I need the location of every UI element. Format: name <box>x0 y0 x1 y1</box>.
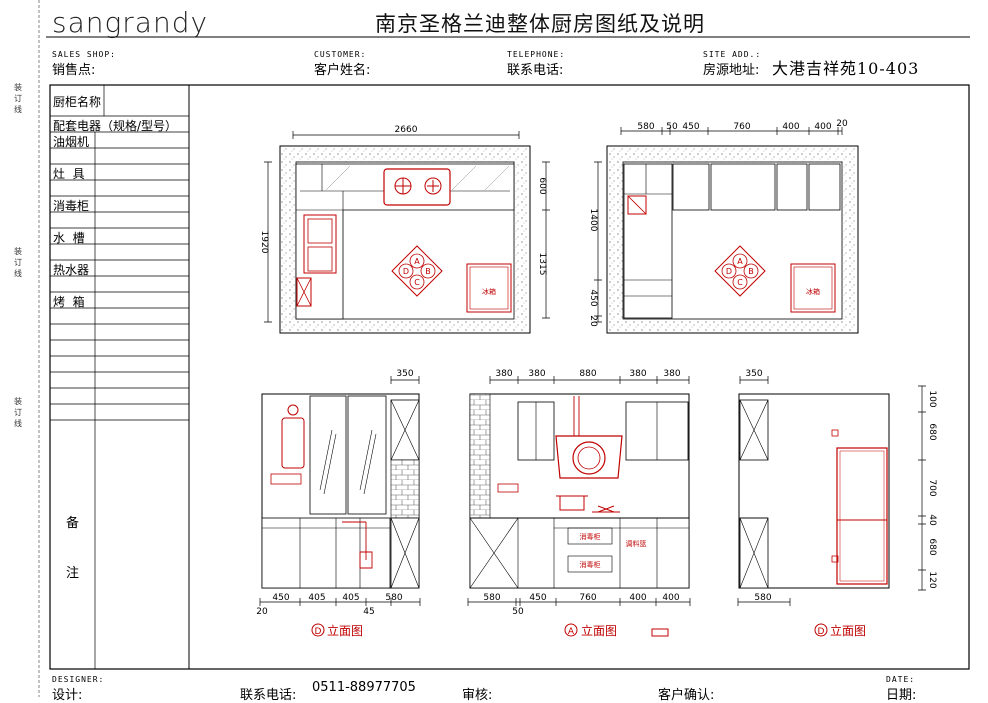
spec-table <box>50 85 189 669</box>
remarks-label-1: 备 <box>66 516 80 531</box>
remarks-label-2: 注 <box>66 566 80 581</box>
table-row-sink: 水 槽 <box>53 231 85 245</box>
table-row-sterilizer: 消毒柜 <box>53 199 90 213</box>
sales-shop-en: SALES SHOP: <box>52 50 116 59</box>
elevation-right: 350 580 100 680 700 40 680 120 D 立面图 <box>737 369 937 638</box>
site-address-value: 大港吉祥苑10-403 <box>772 59 920 78</box>
elev-right-bottom-dim: 580 <box>754 593 771 603</box>
plan-right-top-dim-1: 580 <box>637 122 654 132</box>
elev-mid-bottom-dim-2: 450 <box>529 593 546 603</box>
elev-left-bottom-dim-3: 405 <box>342 593 359 603</box>
customer-confirm-label: 客户确认: <box>658 688 715 703</box>
brand-logo: sangrandy <box>52 6 209 39</box>
elev-right-top-dim: 350 <box>745 369 762 379</box>
elev-mid-top-dim-5: 380 <box>663 369 680 379</box>
plan-left-left-dim: 1920 <box>259 231 269 254</box>
elev-mid-bottom-dim-1: 580 <box>483 593 500 603</box>
table-row-water-heater: 热水器 <box>53 263 90 277</box>
elev-left-bottom-dim-4: 580 <box>385 593 402 603</box>
binding-line-label-2: 装订线 <box>14 247 22 278</box>
plan-right-top-dim-5: 400 <box>782 122 799 132</box>
telephone-en: TELEPHONE: <box>507 50 566 59</box>
table-row-cabinet-name: 厨柜名称 <box>53 95 102 109</box>
elev-right-caption: 立面图 <box>830 623 866 638</box>
main-frame <box>49 84 970 670</box>
elev-left-top-dim: 350 <box>396 369 413 379</box>
elev-mid-top-dim-4: 380 <box>629 369 646 379</box>
elev-left-caption: 立面图 <box>327 623 363 638</box>
binding-line-label-3: 装订线 <box>14 397 22 428</box>
plan-left-right-dim-1: 600 <box>537 177 547 194</box>
plan-right-compass-d: D <box>726 267 732 276</box>
telephone-label: 联系电话: <box>507 63 564 78</box>
plan-right-top-dim-3: 450 <box>682 122 699 132</box>
designer-label: 设计: <box>52 688 83 703</box>
elev-right-right-dim-6: 120 <box>927 571 937 588</box>
elev-mid-bottom-dim-3: 760 <box>579 593 596 603</box>
customer-en: CUSTOMER: <box>314 50 367 59</box>
elev-right-right-dim-3: 700 <box>927 479 937 496</box>
elev-mid-top-dim-1: 380 <box>495 369 512 379</box>
elev-mid-cabinet-label-2: 消毒柜 <box>580 560 601 569</box>
plan-left-top-dim: 2660 <box>395 125 418 135</box>
elevation-middle: 消毒柜 消毒柜 调料篮 380 380 880 380 380 580 450 … <box>467 369 691 638</box>
sales-shop-label: 销售点: <box>52 63 96 78</box>
footer-phone-label: 联系电话: <box>240 688 297 703</box>
elev-mid-cabinet-label-1: 消毒柜 <box>580 532 601 541</box>
elev-mid-bottom-dim-4: 400 <box>629 593 646 603</box>
plan-right-left-dim-2: 450 <box>588 289 598 306</box>
plan-left-compass-b: B <box>425 267 431 276</box>
elev-left-caption-mark: D <box>315 627 322 637</box>
elev-left-bottom-small-1: 20 <box>256 607 268 617</box>
elev-mid-bottom-small-1: 50 <box>512 607 524 617</box>
plan-right-left-dim-3: 20 <box>588 315 598 327</box>
plan-left-compass-c: C <box>414 278 420 287</box>
elev-mid-top-dim-3: 880 <box>579 369 596 379</box>
elev-left-bottom-dim-2: 405 <box>308 593 325 603</box>
binding-line-label-1: 装订线 <box>14 83 22 114</box>
customer-label: 客户姓名: <box>314 63 371 78</box>
site-add-label: 房源地址: <box>703 63 760 78</box>
footer-phone-value: 0511-88977705 <box>312 680 416 695</box>
elev-mid-top-dim-2: 380 <box>528 369 545 379</box>
table-row-stove: 灶 具 <box>53 167 85 181</box>
plan-left-fridge-label: 冰箱 <box>482 287 496 296</box>
plan-right: 冰箱 A B C D 580 50 450 760 400 400 20 140… <box>588 119 859 334</box>
plan-right-fridge-label: 冰箱 <box>806 287 820 296</box>
plan-right-top-dim-6: 400 <box>814 122 831 132</box>
elev-right-right-dim-5: 680 <box>927 538 937 555</box>
plan-left: 冰箱 A B C D 2660 1920 600 1315 <box>259 125 550 334</box>
elev-right-right-dim-1: 100 <box>927 390 937 407</box>
plan-right-top-dim-7: 20 <box>836 119 848 129</box>
elev-right-right-dim-4: 40 <box>927 514 937 526</box>
plan-left-compass-a: A <box>414 257 420 266</box>
elev-mid-side-label: 调料篮 <box>626 539 647 548</box>
elev-left-bottom-dim-1: 450 <box>272 593 289 603</box>
plan-right-compass-a: A <box>737 257 743 266</box>
page-title: 南京圣格兰迪整体厨房图纸及说明 <box>375 12 705 36</box>
table-row-oven: 烤 箱 <box>53 295 85 309</box>
plan-right-left-dim-1: 1400 <box>588 209 598 232</box>
plan-right-compass-b: B <box>748 267 754 276</box>
elevation-left: 350 450 405 405 580 20 45 D 立面图 <box>256 369 421 638</box>
review-label: 审核: <box>462 688 493 703</box>
site-add-en: SITE ADD.: <box>703 50 762 59</box>
plan-left-compass-d: D <box>403 267 409 276</box>
elev-left-bottom-small-2: 45 <box>363 607 374 617</box>
date-en: DATE: <box>886 675 916 684</box>
table-row-appliances: 配套电器（规格/型号） <box>53 119 178 133</box>
elev-mid-bottom-dim-5: 400 <box>662 593 679 603</box>
elev-right-right-dim-2: 680 <box>927 423 937 440</box>
elev-mid-caption: 立面图 <box>581 623 617 638</box>
designer-en: DESIGNER: <box>52 675 105 684</box>
plan-right-compass-c: C <box>737 278 743 287</box>
table-row-range-hood: 油烟机 <box>53 135 90 149</box>
elev-mid-caption-mark: A <box>568 627 575 637</box>
plan-right-top-dim-4: 760 <box>733 122 750 132</box>
date-label: 日期: <box>886 688 917 703</box>
plan-left-right-dim-2: 1315 <box>537 253 547 276</box>
plan-right-top-dim-2: 50 <box>666 122 678 132</box>
elev-right-caption-mark: D <box>818 627 825 637</box>
